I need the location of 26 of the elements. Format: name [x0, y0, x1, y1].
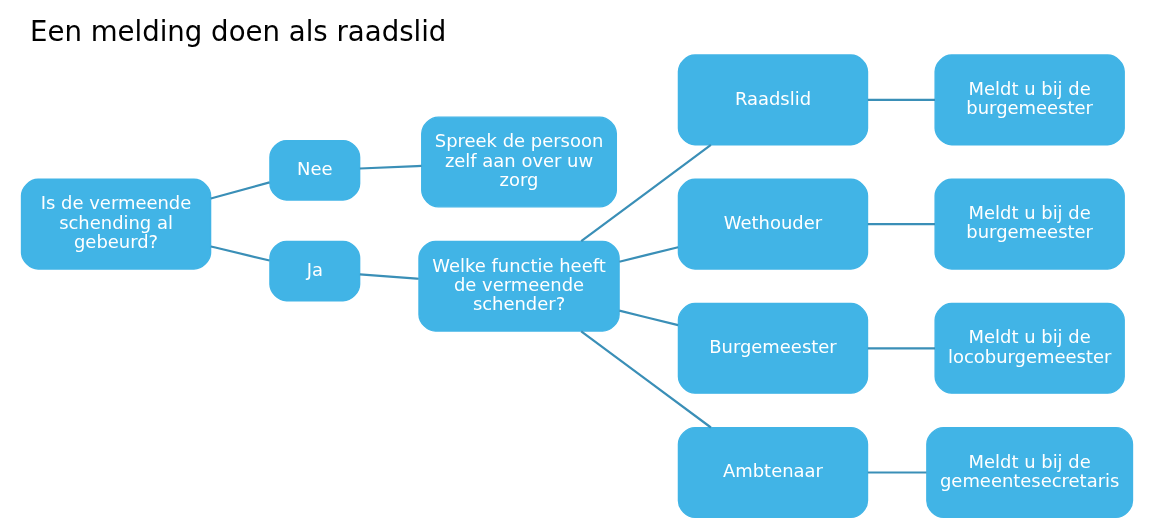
- connector: [618, 309, 678, 327]
- node-box: Burgemeester: [677, 302, 868, 394]
- connector: [210, 245, 270, 262]
- node-box: Ambtenaar: [677, 426, 868, 519]
- node-box: Meldt u bij de burgemeester: [933, 178, 1125, 270]
- node-box: Wethouder: [677, 178, 868, 270]
- connector: [580, 144, 712, 242]
- connector: [359, 164, 422, 170]
- node-box: Is de vermeende schending al gebeurd?: [20, 178, 211, 270]
- connector: [618, 246, 678, 263]
- connector: [867, 347, 935, 350]
- node-box: Meldt u bij de burgemeester: [933, 54, 1125, 146]
- node-box: Nee: [268, 139, 360, 201]
- connector: [867, 223, 935, 226]
- diagram-title: Een melding doen als raadslid: [29, 15, 446, 49]
- connector: [867, 471, 926, 474]
- connector: [867, 98, 935, 101]
- connector: [359, 273, 419, 280]
- node-box: Meldt u bij de locoburgemeester: [933, 302, 1125, 394]
- node-box: Ja: [268, 240, 360, 302]
- connector: [210, 181, 270, 200]
- node-box: Meldt u bij de gemeentesecretaris: [925, 426, 1133, 519]
- connector: [580, 330, 712, 429]
- node-box: Spreek de persoon zelf aan over uw zorg: [420, 116, 617, 208]
- node-box: Welke functie heeft de vermeende schender?: [417, 240, 620, 332]
- node-box: Raadslid: [677, 54, 868, 146]
